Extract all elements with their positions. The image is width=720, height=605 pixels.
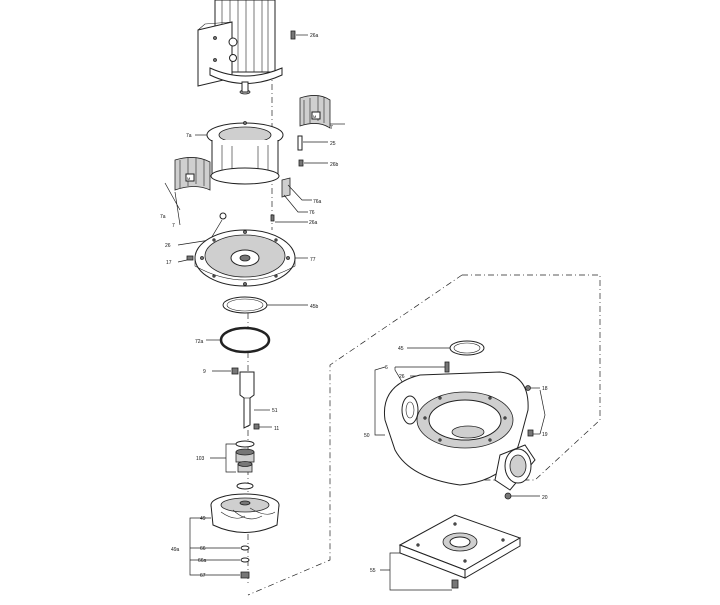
label-51: 51 <box>272 408 278 414</box>
label-9: 9 <box>203 369 206 375</box>
label-26-right: 26 <box>399 374 405 380</box>
base-plate: 55 <box>370 514 522 591</box>
screw-26a-top: 26a <box>290 30 319 40</box>
pump-housing: 45 6 26 50 18 19 20 <box>364 340 548 501</box>
label-6: 6 <box>385 365 388 371</box>
label-66: 66 <box>200 546 206 552</box>
label-49: 49 <box>200 516 206 522</box>
coupling-guard-left: M 7a 7 <box>160 157 211 229</box>
shaft-seal-103: 103 <box>196 440 255 490</box>
motor-stool: 7a <box>186 121 284 185</box>
shaft: 9 51 11 <box>203 367 279 432</box>
axis-link-right <box>455 274 601 481</box>
seal-ring-45b: 45b <box>222 296 319 314</box>
label-17: 17 <box>166 260 172 266</box>
impeller: 49 49a 66 66a 67 <box>171 493 280 579</box>
screw-26b: 26b <box>298 159 339 168</box>
motor <box>197 0 283 95</box>
label-50: 50 <box>364 433 370 439</box>
label-76a: 76a <box>313 199 322 205</box>
label-66a: 66a <box>198 558 207 564</box>
axis-link-left <box>247 274 463 596</box>
label-72a: 72a <box>195 339 204 345</box>
motor-badge-left: M <box>187 176 190 181</box>
pump-head-cover: 77 <box>194 229 316 287</box>
label-20: 20 <box>542 495 548 501</box>
label-18: 18 <box>542 386 548 392</box>
label-26a: 26a <box>310 33 319 39</box>
label-76: 76 <box>309 210 315 216</box>
coupling-parts: 76a 76 26a <box>270 177 322 226</box>
label-67: 67 <box>200 573 206 579</box>
label-7-left: 7 <box>172 223 175 229</box>
screw-25: 25 <box>297 135 336 151</box>
label-26b: 26b <box>330 162 339 168</box>
label-103: 103 <box>196 456 205 462</box>
motor-cable-gland <box>228 37 238 47</box>
label-7a-top: 7a <box>186 133 192 139</box>
label-49a: 49a <box>171 547 180 553</box>
label-25: 25 <box>330 141 336 147</box>
label-45: 45 <box>398 346 404 352</box>
label-26: 26 <box>165 243 171 249</box>
label-45b: 45b <box>310 304 319 310</box>
motor-badge-right: M <box>313 114 316 119</box>
label-7a-left: 7a <box>160 214 166 220</box>
label-11: 11 <box>274 426 279 432</box>
label-19: 19 <box>542 432 548 438</box>
label-7-right: 7 <box>330 125 333 131</box>
label-77: 77 <box>310 257 316 263</box>
label-55: 55 <box>370 568 376 574</box>
label-26a-mid: 26a <box>309 220 318 226</box>
coupling-guard-right: M 7 <box>299 95 345 131</box>
o-ring-72a: 72a <box>195 326 271 354</box>
